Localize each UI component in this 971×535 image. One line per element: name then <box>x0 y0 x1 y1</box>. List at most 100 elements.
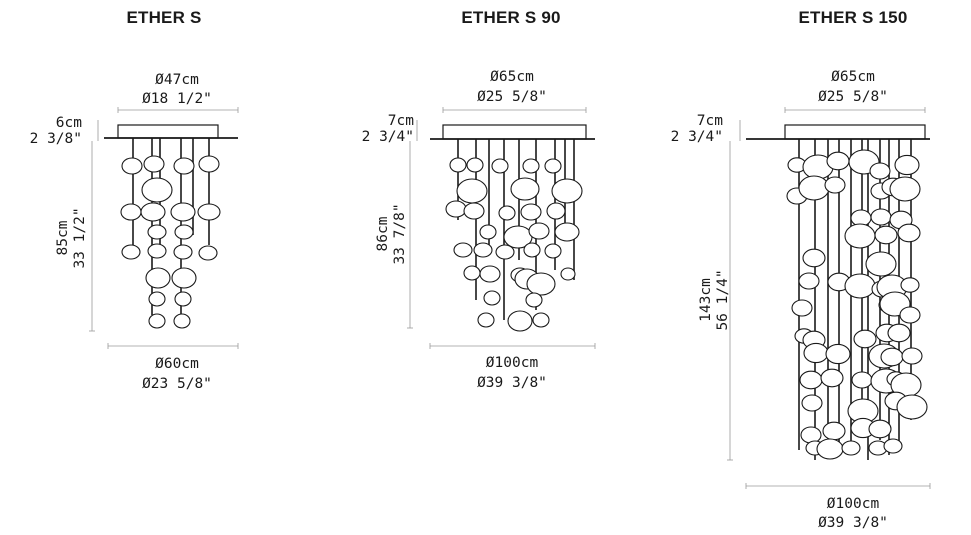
ether-s-90-bottom-diameter-cm: Ø100cm <box>485 355 539 371</box>
lamp-0-glass-sphere <box>140 202 166 222</box>
ether-s-150-bottom-diameter-in: Ø39 3/8" <box>818 515 888 531</box>
ether-s-canopy-height-in: 2 3/8" <box>29 131 82 147</box>
lamp-1-glass-sphere <box>466 157 484 173</box>
lamp-1-glass-sphere <box>495 244 515 260</box>
lamp-1-glass-sphere <box>477 312 495 328</box>
lamp-0-glass-sphere <box>198 245 218 261</box>
lamp-1-glass-sphere <box>532 312 550 328</box>
lamp-2-glass-sphere <box>798 272 820 290</box>
lamp-1-glass-sphere <box>525 292 543 308</box>
lamp-1-glass-sphere <box>479 265 501 283</box>
lamp-2-glass-sphere <box>869 162 891 180</box>
lamp-2-glass-sphere <box>894 154 920 176</box>
lamp-2-glass-sphere <box>822 421 846 441</box>
ether-s-150-top-diameter-cm: Ø65cm <box>831 69 875 85</box>
lamp-2-glass-sphere <box>896 394 928 420</box>
ether-s-150-canopy-height-cm: 7cm <box>696 113 723 129</box>
lamp-2-glass-sphere <box>799 370 823 390</box>
lamp-2-glass-sphere <box>868 419 892 439</box>
lamp-1-glass-sphere <box>498 205 516 221</box>
ether-s-150-top-diameter-in: Ø25 5/8" <box>818 89 888 105</box>
ether-s-150-drop-in: 56 1/4" <box>715 269 731 331</box>
lamp-1-glass-sphere <box>522 158 540 174</box>
lamp-1-glass-sphere <box>445 200 467 218</box>
lamp-1-glass-sphere <box>473 242 493 258</box>
lamp-2-glass-sphere <box>802 248 826 268</box>
lamp-0-glass-sphere <box>197 203 221 221</box>
lamp-0-glass-sphere <box>148 313 166 329</box>
lamp-1-glass-sphere <box>520 203 542 221</box>
lamp-0-glass-sphere <box>147 243 167 259</box>
lamp-1-glass-sphere <box>479 224 497 240</box>
lamp-2-glass-sphere <box>816 438 844 460</box>
lamp-0-glass-sphere <box>148 291 166 307</box>
lamp-2-glass-sphere <box>889 176 921 202</box>
lamp-2-glass-sphere <box>844 223 876 249</box>
lamp-0-glass-sphere <box>174 291 192 307</box>
ether-s-150-drop-cm: 143cm <box>698 278 714 322</box>
lamp-0-glass-sphere <box>173 313 191 329</box>
lamp-1-glass-sphere <box>463 265 481 281</box>
lamp-2-glass-sphere <box>801 394 823 412</box>
ether-s-top-diameter-cm: Ø47cm <box>155 72 199 88</box>
ether-s-drop-in: 33 1/2" <box>72 207 88 269</box>
lamp-1-glass-sphere <box>463 202 485 220</box>
lamp-1-glass-sphere <box>507 310 533 332</box>
ether-s-90-canopy-height-cm: 7cm <box>387 113 414 129</box>
lamp-2-glass-sphere <box>865 251 897 277</box>
lamp-2-glass-sphere <box>853 329 877 349</box>
lamp-1-glass-sphere <box>491 158 509 174</box>
lamp-1-glass-sphere <box>526 272 556 296</box>
lamp-1-glass-sphere <box>523 242 541 258</box>
ether-s-90-top-diameter-cm: Ø65cm <box>490 69 534 85</box>
ether-s-90-drop-cm: 86cm <box>375 216 391 252</box>
lamp-1-glass-sphere <box>510 177 540 201</box>
lamp-2-glass-sphere <box>883 438 903 454</box>
lamp-0-glass-sphere <box>170 202 196 222</box>
lamp-0-glass-sphere <box>121 157 143 175</box>
ether-s-canopy-height-cm: 6cm <box>55 115 82 131</box>
lamp-0-glass-sphere <box>143 155 165 173</box>
lamp-1-canopy <box>442 124 587 140</box>
ether-s-90-top-diameter-in: Ø25 5/8" <box>477 89 547 105</box>
lamp-1-glass-sphere <box>546 202 566 220</box>
lamp-1-glass-sphere <box>544 243 562 259</box>
lamp-0-glass-sphere <box>173 157 195 175</box>
lamp-1-glass-sphere <box>453 242 473 258</box>
ether-s-bottom-diameter-cm: Ø60cm <box>155 356 199 372</box>
lamp-1-glass-sphere <box>449 157 467 173</box>
lamp-0-glass-sphere <box>141 177 173 203</box>
lamp-1-glass-sphere <box>551 178 583 204</box>
lamp-2-glass-sphere <box>844 273 876 299</box>
lamp-0-glass-sphere <box>145 267 171 289</box>
lamp-2-glass-sphere <box>880 347 904 367</box>
lamp-2-glass-sphere <box>791 299 813 317</box>
lamp-2-glass-sphere <box>851 371 873 389</box>
lamp-1-glass-sphere <box>456 178 488 204</box>
title-ether-s-90: ETHER S 90 <box>461 8 561 27</box>
lamp-0-glass-sphere <box>120 203 142 221</box>
lamp-2-glass-sphere <box>870 208 892 226</box>
lamp-2-glass-sphere <box>900 277 920 293</box>
lamp-2-glass-sphere <box>798 175 830 201</box>
ether-s-drop-cm: 85cm <box>55 220 71 256</box>
ether-s-bottom-diameter-in: Ø23 5/8" <box>142 376 212 392</box>
lamp-2-glass-sphere <box>901 347 923 365</box>
lamp-2-glass-sphere <box>820 368 844 388</box>
lamp-0-canopy <box>117 124 219 139</box>
lamp-1-glass-sphere <box>483 290 501 306</box>
lamp-0-glass-sphere <box>121 244 141 260</box>
lamp-2-glass-sphere <box>899 306 921 324</box>
title-ether-s: ETHER S <box>126 8 202 27</box>
lamp-2-glass-sphere <box>800 426 822 444</box>
ether-s-90-bottom-diameter-in: Ø39 3/8" <box>477 375 547 391</box>
lamp-1-glass-sphere <box>528 222 550 240</box>
lamp-0-glass-sphere <box>173 244 193 260</box>
lamp-2-canopy <box>784 124 926 140</box>
lamp-0-glass-sphere <box>198 155 220 173</box>
ether-s-150-bottom-diameter-cm: Ø100cm <box>826 496 880 512</box>
ether-s-top-diameter-in: Ø18 1/2" <box>142 91 212 107</box>
lamp-2-glass-sphere <box>826 151 850 171</box>
